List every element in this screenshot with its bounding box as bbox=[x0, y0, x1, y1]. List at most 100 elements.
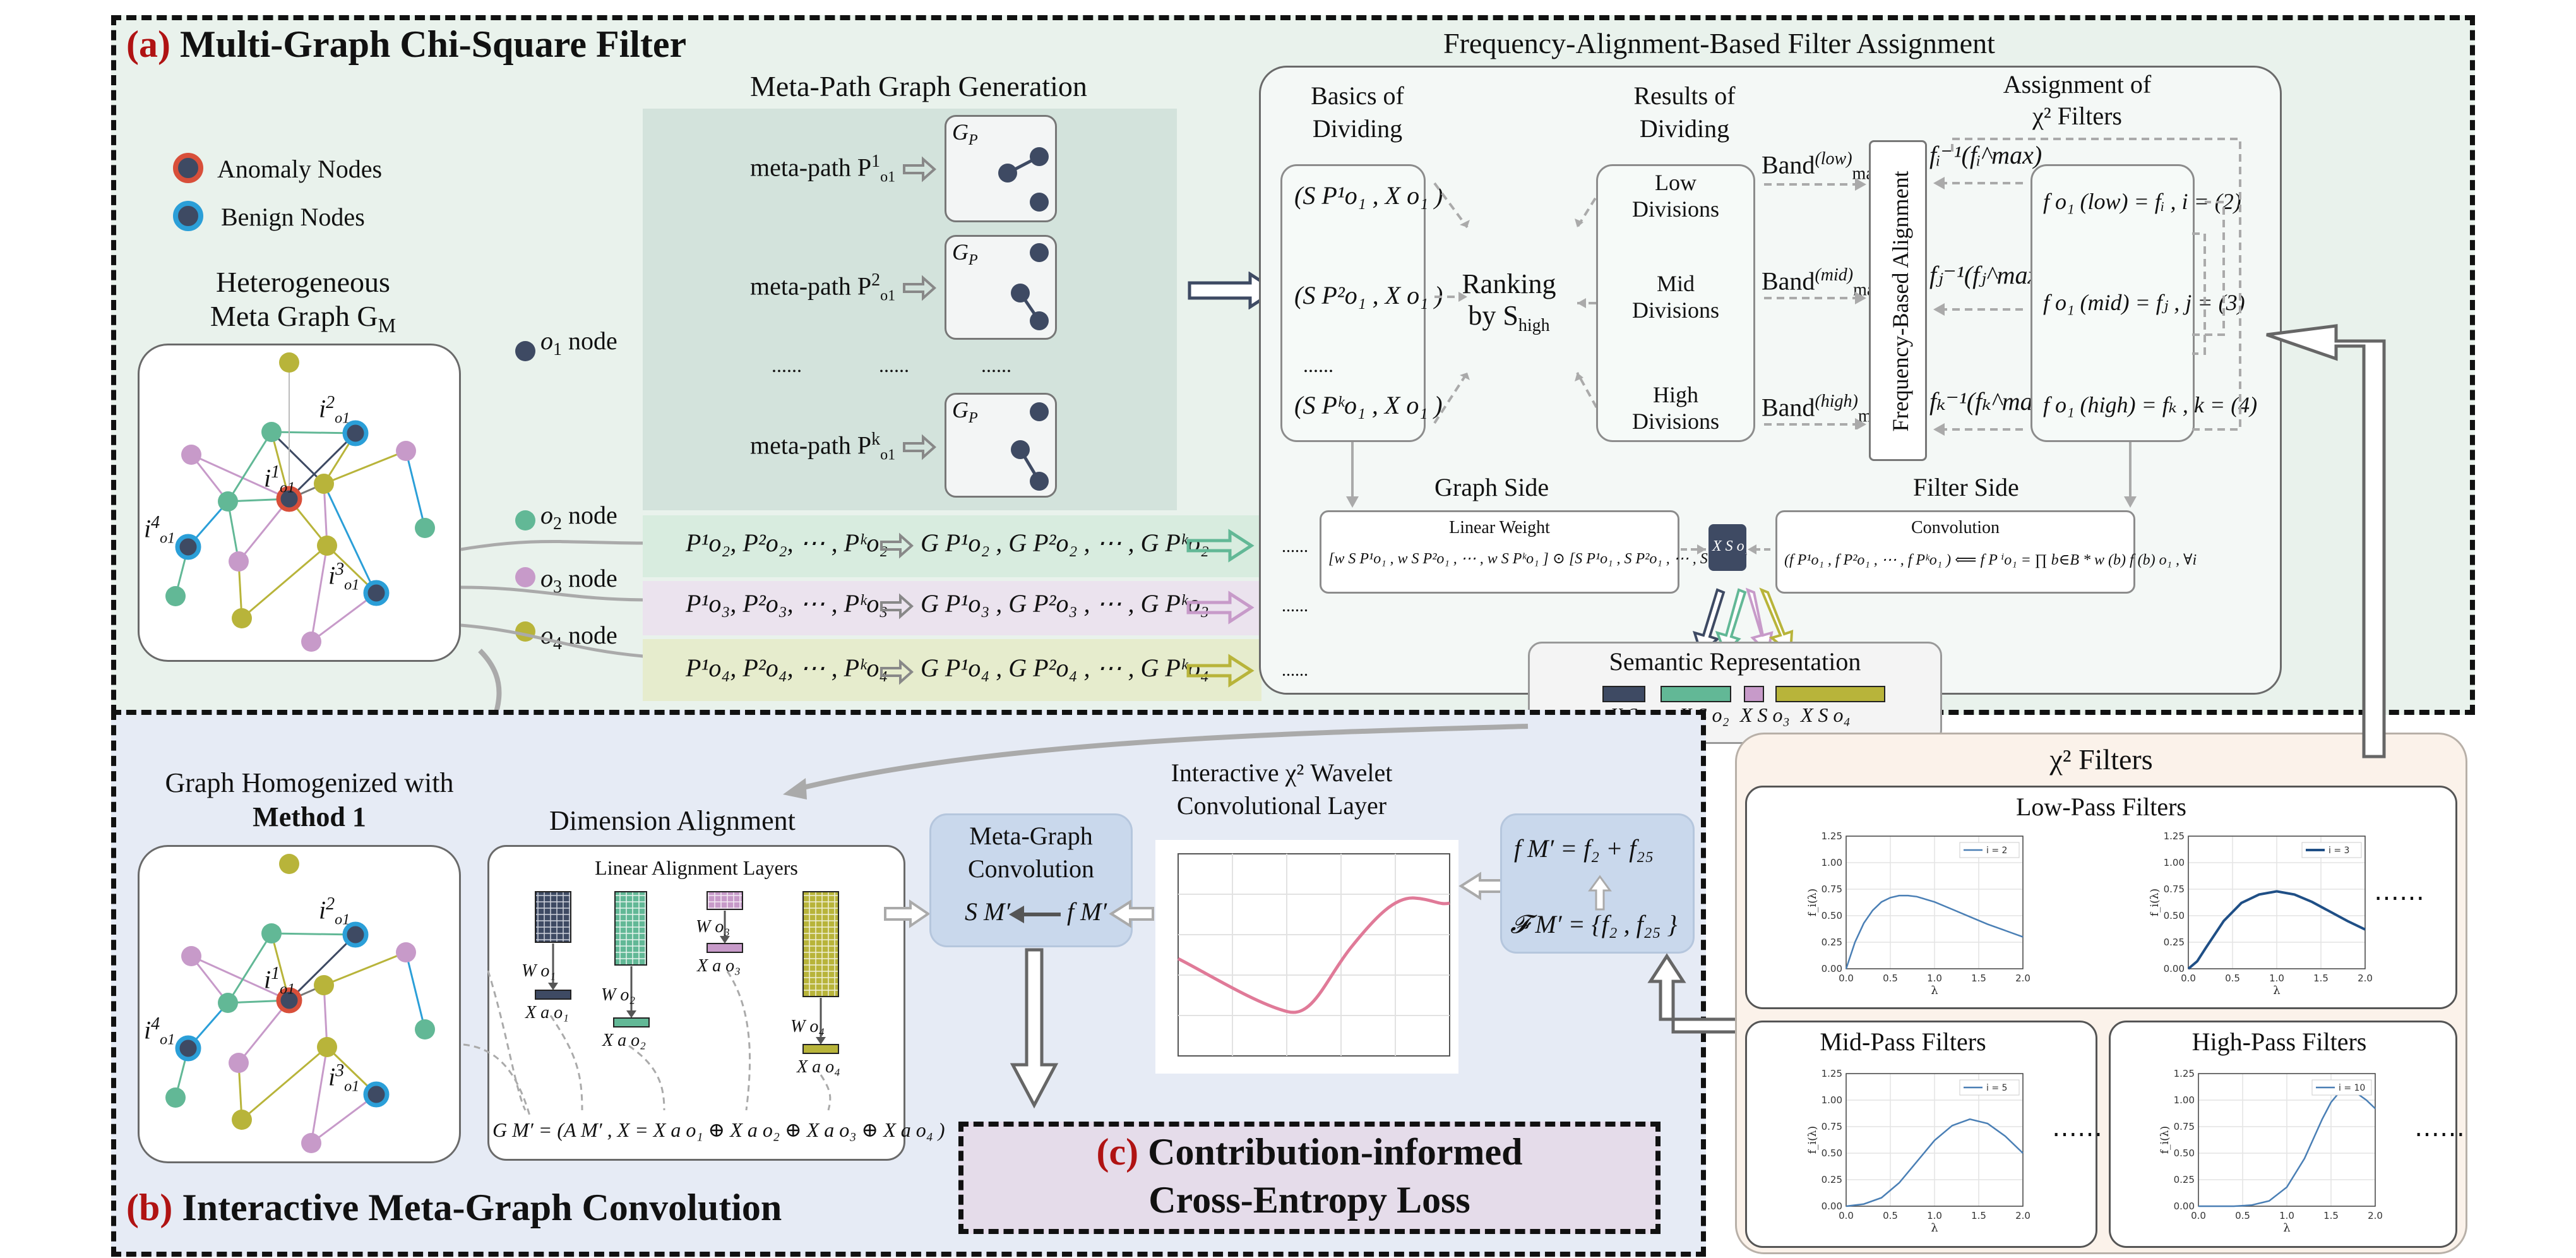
node-type-o4: o4 node bbox=[540, 621, 617, 654]
plot-frame bbox=[2198, 1073, 2376, 1207]
graph-side-title: Graph Side bbox=[1434, 473, 1549, 501]
x-tick-label: 1.5 bbox=[1971, 973, 1986, 984]
x-tick-label: 0.5 bbox=[2235, 1210, 2250, 1221]
x-tick-label: 2.0 bbox=[2358, 973, 2373, 984]
x-tick-label: 2.0 bbox=[2015, 973, 2030, 984]
mid-pass-ellipsis: ⋯⋯ bbox=[2052, 1120, 2102, 1148]
node-type-o3: o3 node bbox=[540, 564, 617, 597]
filters-to-assign-arrow bbox=[2266, 324, 2386, 758]
y-tick-label: 0.50 bbox=[1822, 1147, 1842, 1159]
freq-align-box bbox=[1869, 140, 1927, 461]
assign-row-mid: f o₁ (mid) = fⱼ , j = (3) bbox=[2043, 290, 2245, 315]
x-tick-label: 1.0 bbox=[1927, 973, 1942, 984]
meta-conv-box bbox=[929, 813, 1133, 947]
homog-title-1: Graph Homogenized with bbox=[165, 767, 454, 798]
division-high-1: High bbox=[1653, 382, 1698, 407]
x-axis-label: λ bbox=[1931, 1221, 1938, 1235]
y-tick-label: 0.75 bbox=[1822, 884, 1842, 895]
filter-side-title: Filter Side bbox=[1913, 473, 2019, 501]
semantic-title: Semantic Representation bbox=[1609, 647, 1861, 676]
semantic-bar-o2 bbox=[1661, 686, 1731, 702]
series-line bbox=[2187, 890, 2366, 970]
x-tick-label: 2.0 bbox=[2368, 1210, 2383, 1221]
mid-pass-title: Mid-Pass Filters bbox=[1820, 1027, 1986, 1056]
convolution-title: Convolution bbox=[1911, 518, 2000, 537]
meta-graph-drawings bbox=[998, 147, 1049, 491]
wavelet-plot bbox=[1155, 840, 1458, 1074]
dim-align-drawing bbox=[487, 891, 839, 1111]
side-arrows bbox=[1346, 442, 2137, 508]
row-o2-paths: P¹o₂, P²o₂, ⋯ , Pᵏo₂ bbox=[686, 529, 888, 557]
y-axis-label: f_i(λ) bbox=[2159, 1126, 2171, 1154]
homog-label-i1: i1o1 bbox=[264, 964, 295, 998]
plot-to-conv-arrow bbox=[1109, 899, 1154, 928]
meta-path-dots-3: ...... bbox=[981, 354, 1011, 376]
x-tick-label: 1.0 bbox=[1927, 1210, 1942, 1221]
x-tick-label: 0.0 bbox=[1839, 1210, 1854, 1221]
node-type-icons bbox=[515, 341, 535, 642]
meta-path-arrows bbox=[903, 156, 937, 460]
y-tick-label: 1.25 bbox=[1822, 1068, 1842, 1079]
results-title-1: Results of bbox=[1633, 81, 1736, 110]
x-axis-label: λ bbox=[2273, 984, 2280, 997]
side-dots-1: ...... bbox=[1282, 537, 1308, 556]
wavelet-title-2: Convolutional Layer bbox=[1176, 791, 1387, 820]
homog-label-i3: i3o1 bbox=[328, 1061, 360, 1095]
x-tick-label: 0.0 bbox=[2191, 1210, 2206, 1221]
y-tick-label: 1.25 bbox=[2164, 830, 2185, 842]
row-colored-arrows bbox=[1186, 529, 1255, 688]
x-tick-label: 1.5 bbox=[2323, 1210, 2339, 1221]
results-title-2: Dividing bbox=[1639, 114, 1730, 143]
y-tick-label: 1.00 bbox=[1822, 857, 1842, 868]
semantic-label-o3: X S o₃ bbox=[1740, 704, 1790, 726]
y-tick-label: 1.00 bbox=[2164, 857, 2185, 868]
row-o3-graphs: G P¹o₃ , G P²o₃ , ⋯ , G Pᵏo₃ bbox=[921, 589, 1209, 618]
gm-formula: G M′ = (A M′ , X = X a o₁ ⊕ X a o₂ ⊕ X a… bbox=[492, 1118, 945, 1141]
inverse-row-j: fⱼ⁻¹(fⱼ^max) bbox=[1929, 261, 2048, 289]
plot-frame bbox=[2188, 836, 2366, 969]
linear-weight-formula: [w S P¹o₁ , w S P²o₁ , ⋯ , w S Pᵏo₁ ] ⊙ … bbox=[1328, 551, 1748, 567]
x-axis-label: λ bbox=[2283, 1221, 2290, 1235]
legend-node-icons bbox=[173, 153, 203, 231]
convolution-box bbox=[1775, 510, 2135, 594]
assign-box bbox=[2030, 164, 2195, 442]
loss-title-2: Cross-Entropy Loss bbox=[1148, 1179, 1470, 1221]
node-label-i1: i1o1 bbox=[264, 462, 295, 496]
ranking-line2: by Shigh bbox=[1468, 300, 1550, 335]
homog-to-formula-arrow bbox=[463, 1043, 532, 1118]
row-o2 bbox=[643, 515, 1261, 577]
division-low-1: Low bbox=[1655, 170, 1696, 195]
y-tick-label: 0.00 bbox=[1822, 963, 1842, 974]
y-tick-label: 0.75 bbox=[1822, 1121, 1842, 1132]
series-line bbox=[1845, 894, 2024, 969]
homog-title-2: Method 1 bbox=[253, 801, 366, 832]
meta-path-1-label: meta-path P1o1 bbox=[750, 152, 896, 186]
band-arrows bbox=[1764, 178, 1866, 429]
legend-label: i = 5 bbox=[1986, 1083, 2007, 1093]
xs-block bbox=[1708, 524, 1746, 571]
basics-title-2: Dividing bbox=[1312, 114, 1403, 143]
semantic-bar-o3 bbox=[1744, 686, 1764, 702]
assign-title-2: χ² Filters bbox=[2032, 102, 2122, 130]
x-axis-label: λ bbox=[1931, 984, 1938, 997]
homog-label-i2: i2o1 bbox=[319, 894, 350, 928]
series-line bbox=[1846, 1118, 2024, 1207]
hetero-graph bbox=[165, 352, 435, 652]
meta-path-title: Meta-Path Graph Generation bbox=[750, 70, 1087, 102]
y-tick-label: 0.25 bbox=[2174, 1174, 2195, 1185]
panel-b-title: (b) Interactive Meta-Graph Convolution bbox=[126, 1187, 782, 1228]
meta-graph-2-label: GP bbox=[952, 239, 978, 269]
row-o4-paths: P¹o₄, P²o₄, ⋯ , Pᵏo₄ bbox=[686, 654, 888, 682]
weight-o3: W o₃ bbox=[696, 917, 730, 937]
legend-label: i = 2 bbox=[1986, 846, 2007, 856]
chi-filters-title: χ² Filters bbox=[2049, 743, 2153, 776]
legend-label: i = 3 bbox=[2329, 846, 2349, 856]
node-label-i2: i2o1 bbox=[319, 393, 350, 427]
s-m-label: S M′ bbox=[965, 897, 1011, 926]
assign-arrows bbox=[1933, 138, 2241, 436]
row-o4-graphs: G P¹o₄ , G P²o₄ , ⋯ , G Pᵏo₄ bbox=[921, 654, 1209, 682]
filters-to-fm-arrow bbox=[1647, 953, 1755, 1034]
fm-equation: f M′ = f₂ + f₂₅ bbox=[1514, 834, 1654, 863]
